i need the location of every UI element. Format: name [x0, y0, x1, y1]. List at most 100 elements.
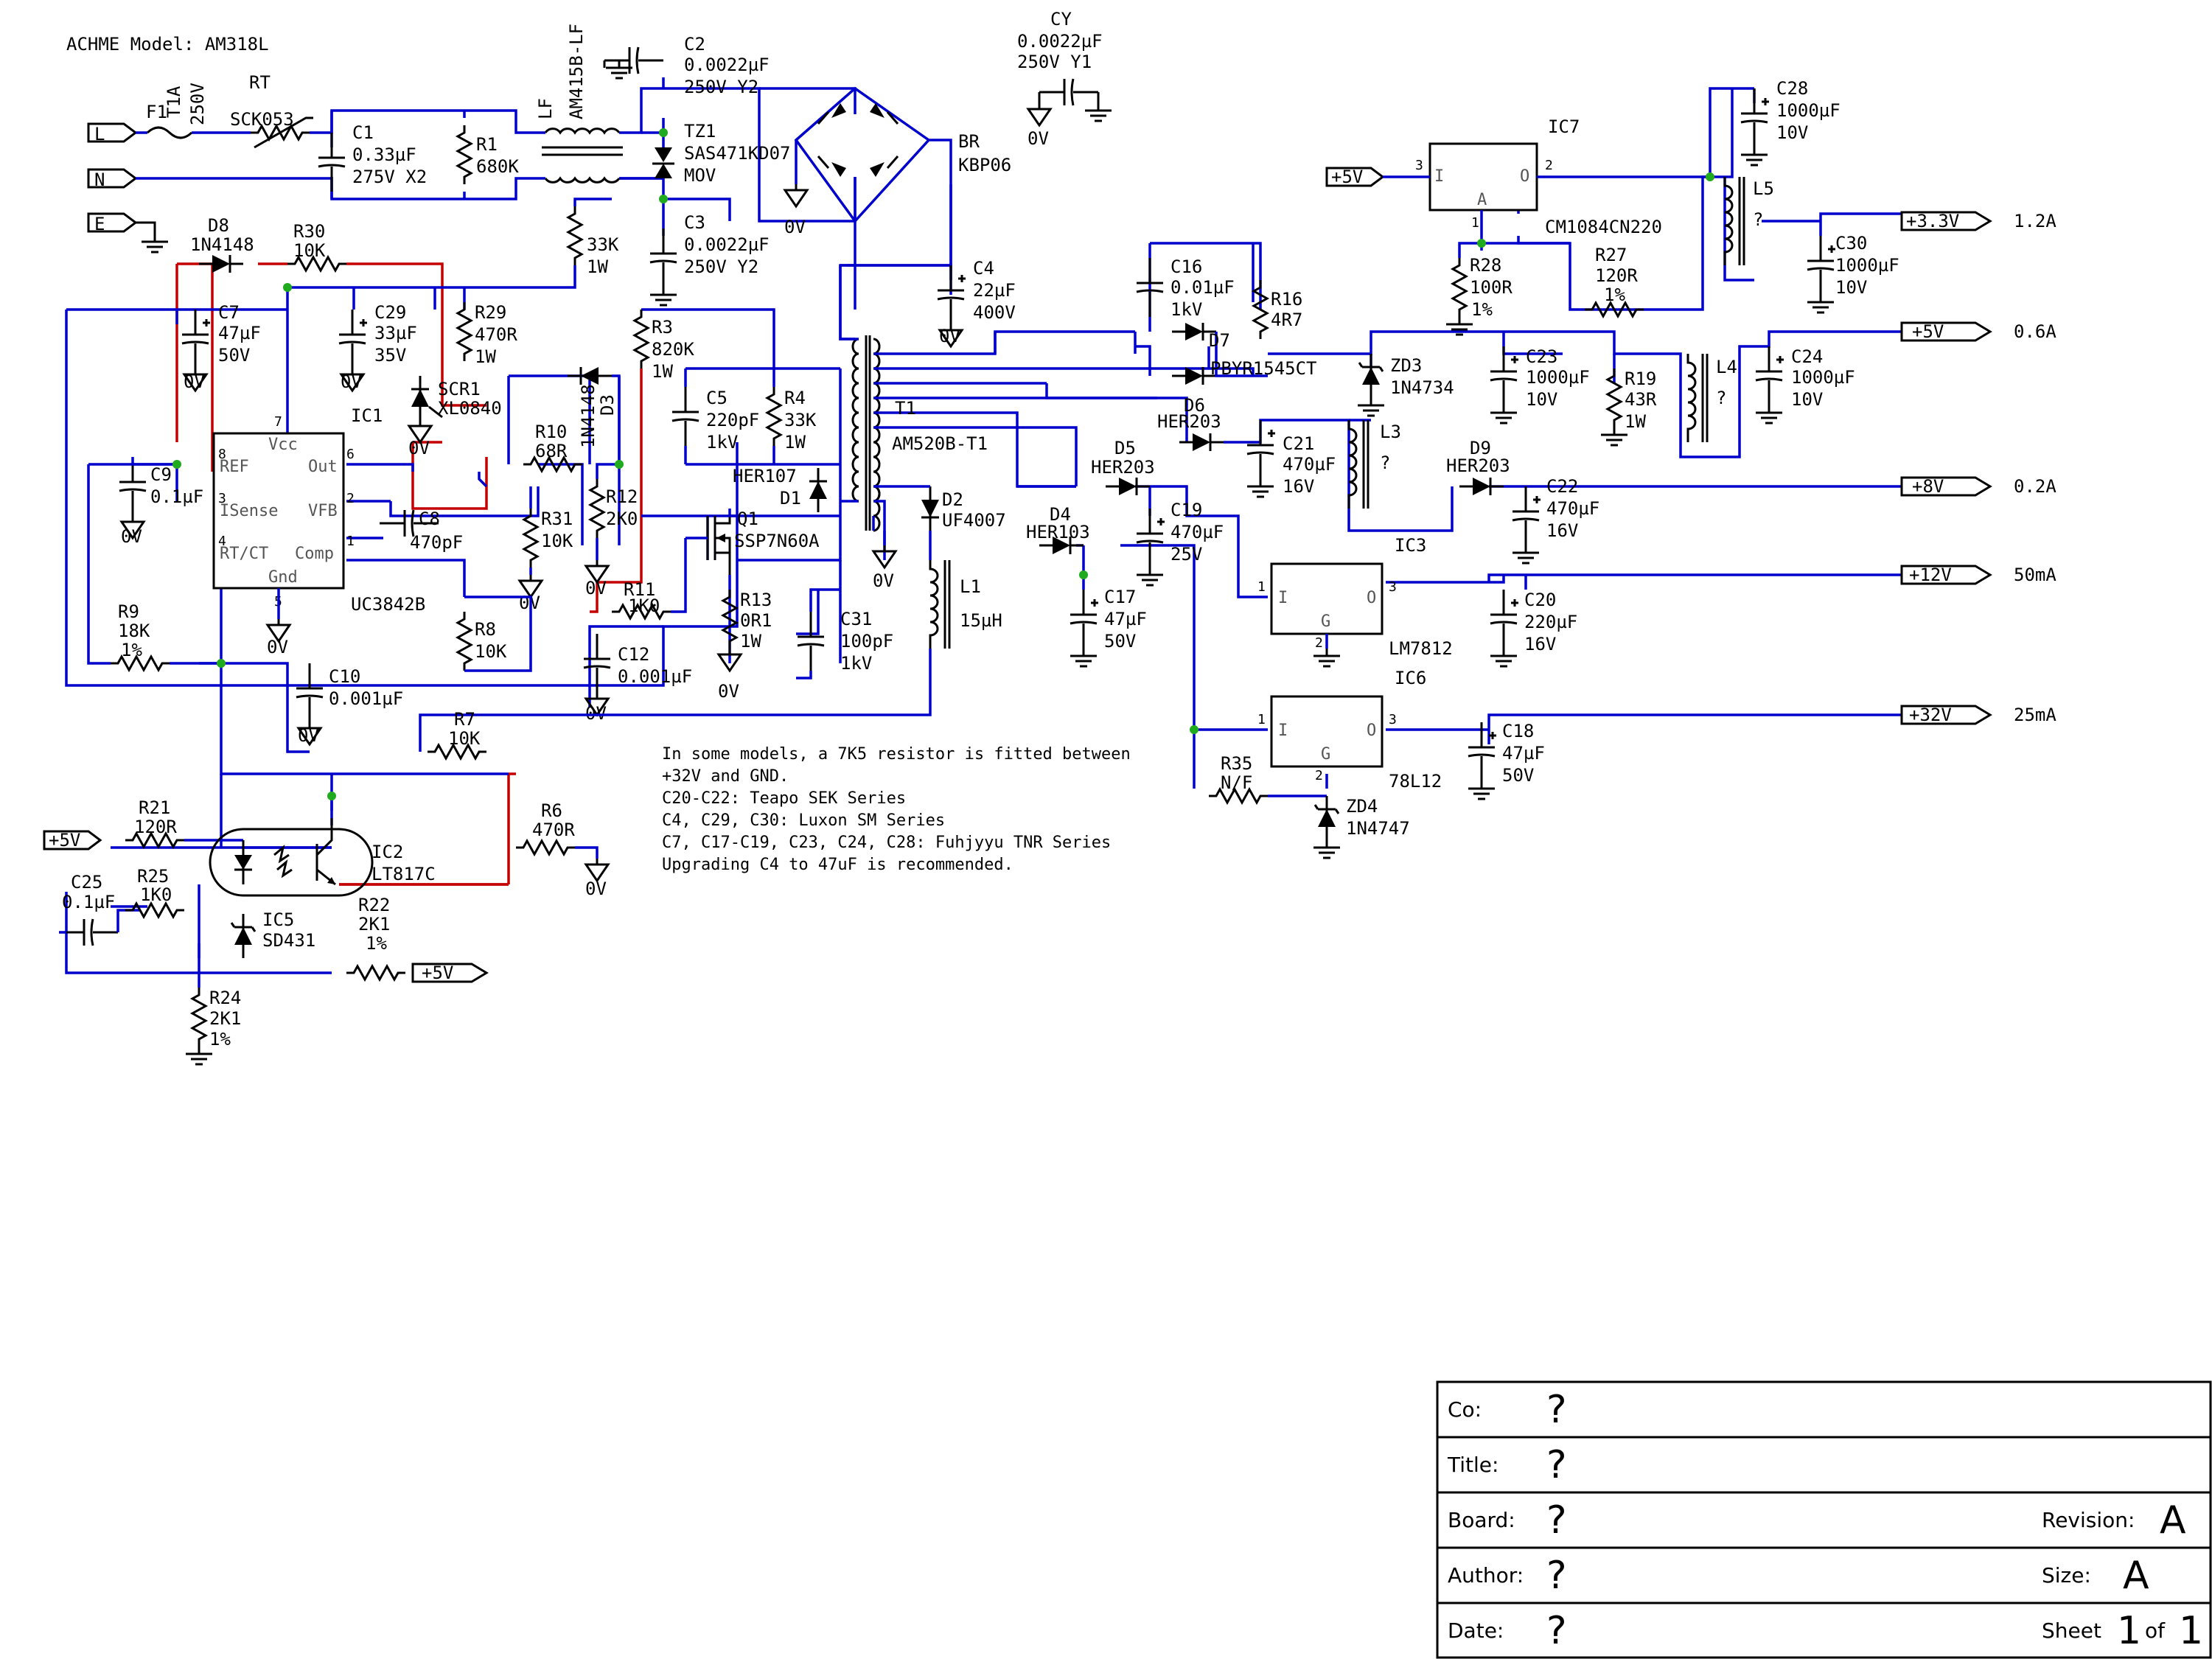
c28-ref: C28 [1776, 78, 1808, 99]
r10-ref: R10 [535, 422, 567, 442]
r28-value: 100R [1470, 277, 1513, 298]
d6-part: HER203 [1157, 411, 1221, 432]
r29-watt: 1W [475, 346, 496, 367]
ic7-part: CM1084CN220 [1545, 217, 1662, 237]
c28-value: 1000µF [1776, 100, 1841, 121]
r13-value: 0R1 [740, 610, 772, 631]
r8-ref: R8 [475, 619, 496, 640]
r21-value: 120R [134, 817, 177, 837]
r25-ref: R25 [137, 866, 169, 887]
r27-value: 120R [1595, 265, 1638, 286]
c3-value: 0.0022µF [684, 234, 770, 255]
model-title: ACHME Model: AM318L [66, 34, 269, 55]
resistor-r31: R31 10K 0V [518, 486, 573, 613]
f1-rating: T1A [164, 85, 184, 118]
d4-part: HER103 [1026, 522, 1090, 542]
l4-value: ? [1716, 388, 1726, 408]
r24-value: 2K1 [209, 1008, 241, 1029]
mov-tz1: TZ1 SAS471KD07 MOV [652, 121, 791, 186]
plus5-flag-bottom: +5V [411, 963, 489, 983]
c1-ref: C1 [352, 122, 374, 143]
r6-value: 470R [532, 820, 575, 840]
r4-watt: 1W [784, 432, 806, 453]
c1-value: 0.33µF [352, 144, 416, 165]
ic1-num-out: 6 [346, 447, 355, 462]
capacitor-c25: C25 0.1µF [57, 872, 140, 947]
c30-value: 1000µF [1835, 255, 1899, 276]
c30-ref: C30 [1835, 233, 1867, 254]
diode-d7: D7 PBYR1545CT [1170, 321, 1317, 386]
tb-revision-value: A [2160, 1498, 2186, 1543]
c9-0v: 0V [121, 526, 142, 547]
c5-value: 220pF [706, 410, 759, 430]
d7-ref: D7 [1209, 330, 1230, 351]
title-block: Co: ? Title: ? Board: ? Revision: A Auth… [1436, 1380, 2212, 1659]
terminal-line-label: L [94, 124, 105, 144]
c12-0v: 0V [585, 703, 607, 724]
f1-ref: F1 [146, 102, 167, 122]
r1-value: 680K [476, 156, 519, 177]
rail-8v: +8V 0.2A [1900, 476, 2056, 497]
zd3-part: 1N4734 [1390, 377, 1454, 398]
d2-ref: D2 [942, 489, 963, 510]
c23-rating: 10V [1526, 389, 1557, 410]
cy-0v: 0V [1028, 128, 1049, 149]
r11-value: 1K0 [628, 596, 660, 616]
l5-value: ? [1753, 209, 1763, 230]
ic3-num-gnd: 2 [1315, 635, 1323, 651]
c17-ref: C17 [1104, 587, 1136, 607]
c19-value: 470µF [1170, 522, 1224, 542]
ic1-num-vcc: 7 [274, 414, 282, 430]
note-5: C7, C17-C19, C23, C24, C28: Fuhjyyu TNR … [662, 834, 1111, 852]
ic1-ref: IC1 [351, 405, 383, 426]
scr-scr1: SCR1 XL0840 0V [408, 374, 502, 458]
capacitor-c8: C8 470pF [378, 509, 463, 553]
l3-ref: L3 [1380, 422, 1401, 442]
inductor-l1: L1 15µH [531, 559, 1002, 716]
capacitor-c12: C12 0.001µF 0V [582, 632, 692, 724]
rail-32v: +32V 25mA [1900, 705, 2056, 725]
rail-8v-label: +8V [1912, 476, 1944, 497]
r30-value: 10K [293, 240, 326, 261]
c28-rating: 10V [1776, 122, 1808, 143]
tb-author-value: ? [1546, 1554, 1567, 1598]
c22-value: 470µF [1546, 498, 1599, 519]
c30-rating: 10V [1835, 277, 1867, 298]
resistor-r1: R1 680K [456, 124, 519, 186]
fuse-f1: F1 T1A 250V [146, 83, 208, 139]
c4-value: 22µF [973, 280, 1016, 301]
lf-part: AM415B-LF [566, 24, 587, 119]
plus5-left-text: +5V [49, 830, 80, 851]
c7-rating: 50V [218, 345, 250, 366]
c3-ref: C3 [684, 212, 705, 233]
capacitor-c9: C9 0.1µF 0V [118, 455, 203, 547]
capacitor-c5: C5 220pF 1kV [671, 369, 759, 464]
scr1-ref: SCR1 [438, 379, 481, 399]
ic1-num-vfb: 2 [346, 491, 355, 506]
br-part: KBP06 [958, 155, 1011, 175]
r28-ref: R28 [1470, 255, 1501, 276]
diode-d6: D6 HER203 [1157, 395, 1225, 453]
zener-zd3: ZD3 1N4734 [1356, 352, 1454, 417]
capacitor-c18: C18 47µF 50V [1467, 721, 1545, 800]
r10-value: 68R [535, 441, 568, 461]
rail-3v3-label: +3.3V [1906, 211, 1959, 231]
zd4-ref: ZD4 [1346, 796, 1378, 817]
c29-0v: 0V [341, 371, 362, 392]
zd4-part: 1N4747 [1346, 818, 1410, 839]
rail-5v: +5V 0.6A [1900, 321, 2056, 342]
rail-32v-current: 25mA [2014, 705, 2056, 725]
plus5-flag-ic7: +5V [1325, 167, 1408, 187]
r12-0v: 0V [585, 578, 607, 598]
resistor-r28: R28 100R 1% [1445, 242, 1513, 336]
tb-sheet-total: 1 [2179, 1609, 2203, 1653]
capacitor-cy: CY 0.0022µF 250V Y1 0V [1017, 9, 1113, 149]
ic7-num-out: 2 [1545, 158, 1553, 173]
d1-ref: D1 [780, 488, 801, 509]
rail-12v-label: +12V [1909, 565, 1952, 585]
c18-ref: C18 [1502, 721, 1534, 741]
r11-ref: R11 [624, 579, 655, 600]
d1-part: HER107 [733, 466, 797, 486]
c29-rating: 35V [374, 345, 406, 366]
ic1-num-isense: 3 [218, 491, 226, 506]
